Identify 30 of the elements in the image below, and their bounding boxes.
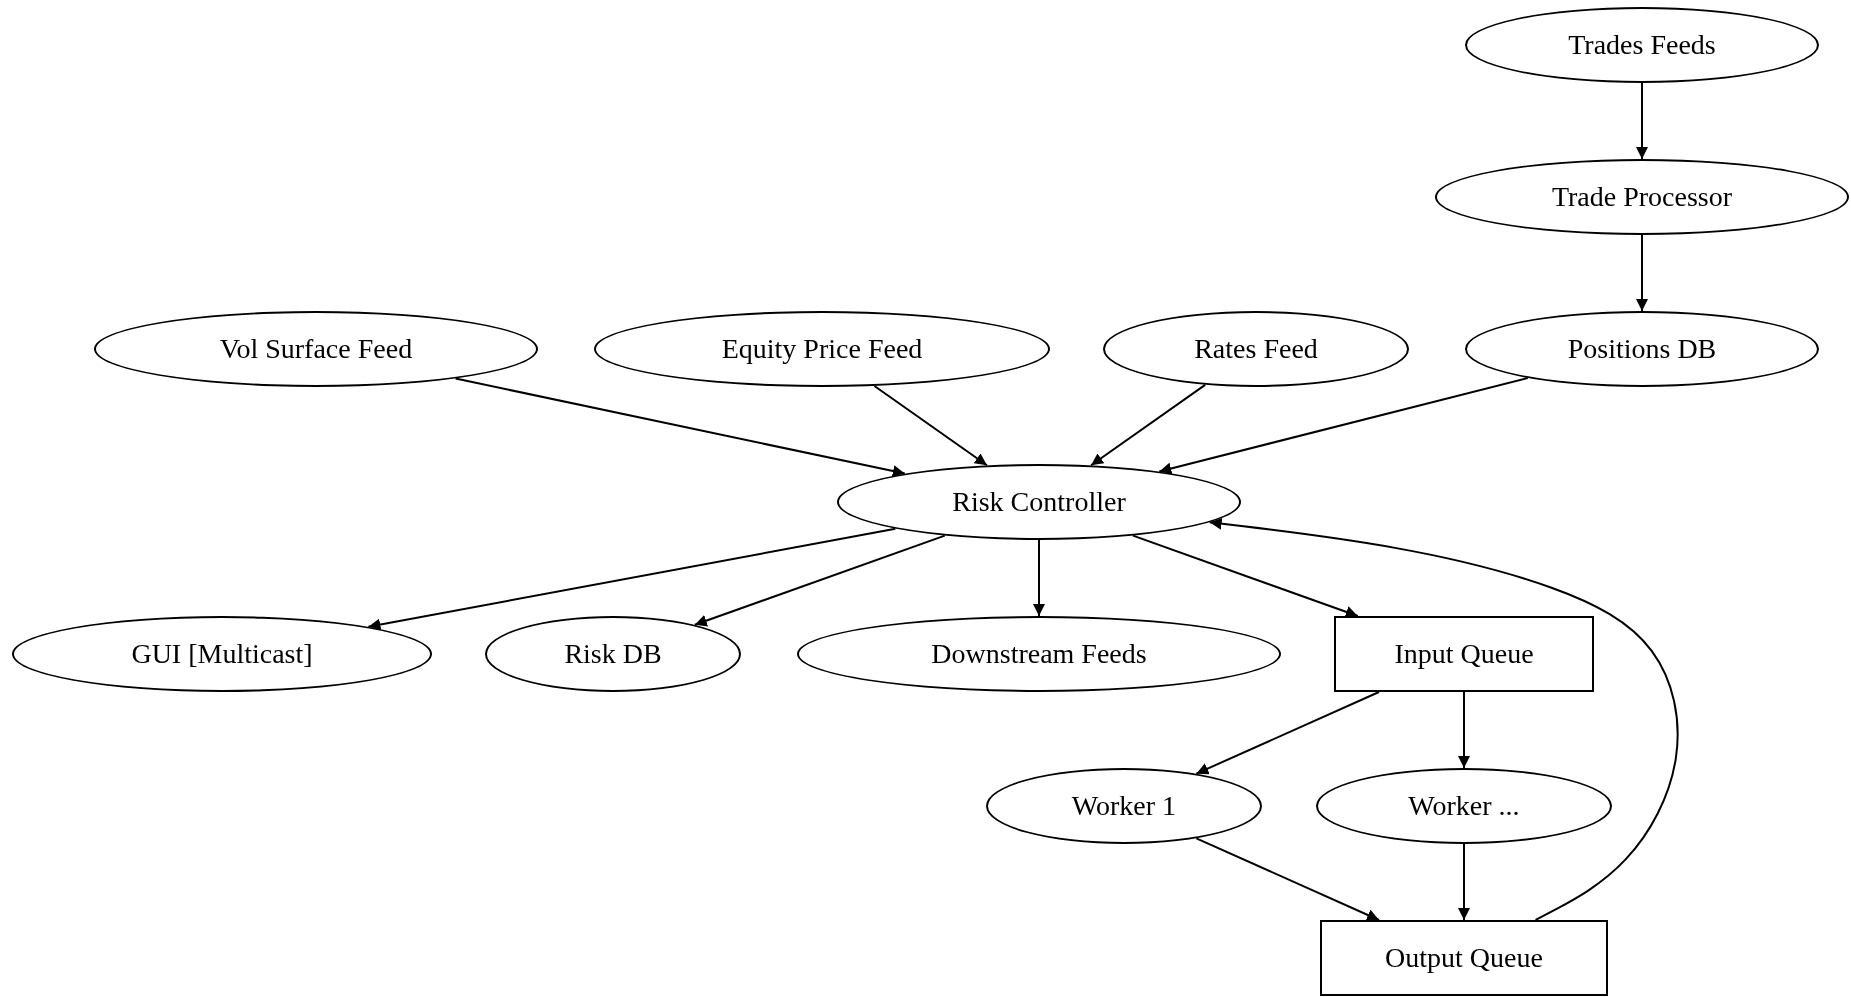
arrow	[1132, 534, 1359, 618]
node-label: Downstream Feeds	[931, 638, 1147, 670]
arrow	[1458, 691, 1470, 769]
arrow	[1636, 82, 1648, 160]
arrow	[1458, 843, 1470, 921]
arrow	[1195, 837, 1380, 921]
queue-box	[1334, 616, 1594, 692]
arrow	[1195, 691, 1380, 775]
node-label: Worker ...	[1408, 790, 1520, 822]
arrow	[1208, 517, 1679, 921]
arrow	[693, 534, 946, 627]
node-label: Risk Controller	[952, 486, 1126, 518]
node-label: Trades Feeds	[1568, 29, 1716, 61]
node-label: Rates Feed	[1194, 333, 1318, 365]
node-label: Equity Price Feed	[721, 333, 923, 365]
node-label: Vol Surface Feed	[219, 333, 413, 365]
node-label: Input Queue	[1394, 638, 1534, 670]
queue-box	[1320, 920, 1608, 996]
node-label: Positions DB	[1567, 333, 1717, 365]
arrow	[454, 377, 906, 477]
node-label: Risk DB	[564, 638, 662, 670]
arrow	[367, 527, 897, 631]
arrow	[873, 385, 988, 467]
arrow	[1636, 234, 1648, 312]
arrow	[1158, 377, 1529, 475]
arrow	[1033, 539, 1045, 617]
node-label: Trade Processor	[1551, 181, 1733, 213]
node-label: GUI [Multicast]	[131, 638, 313, 670]
node-label: Worker 1	[1071, 790, 1177, 822]
node-label: Output Queue	[1385, 942, 1543, 974]
